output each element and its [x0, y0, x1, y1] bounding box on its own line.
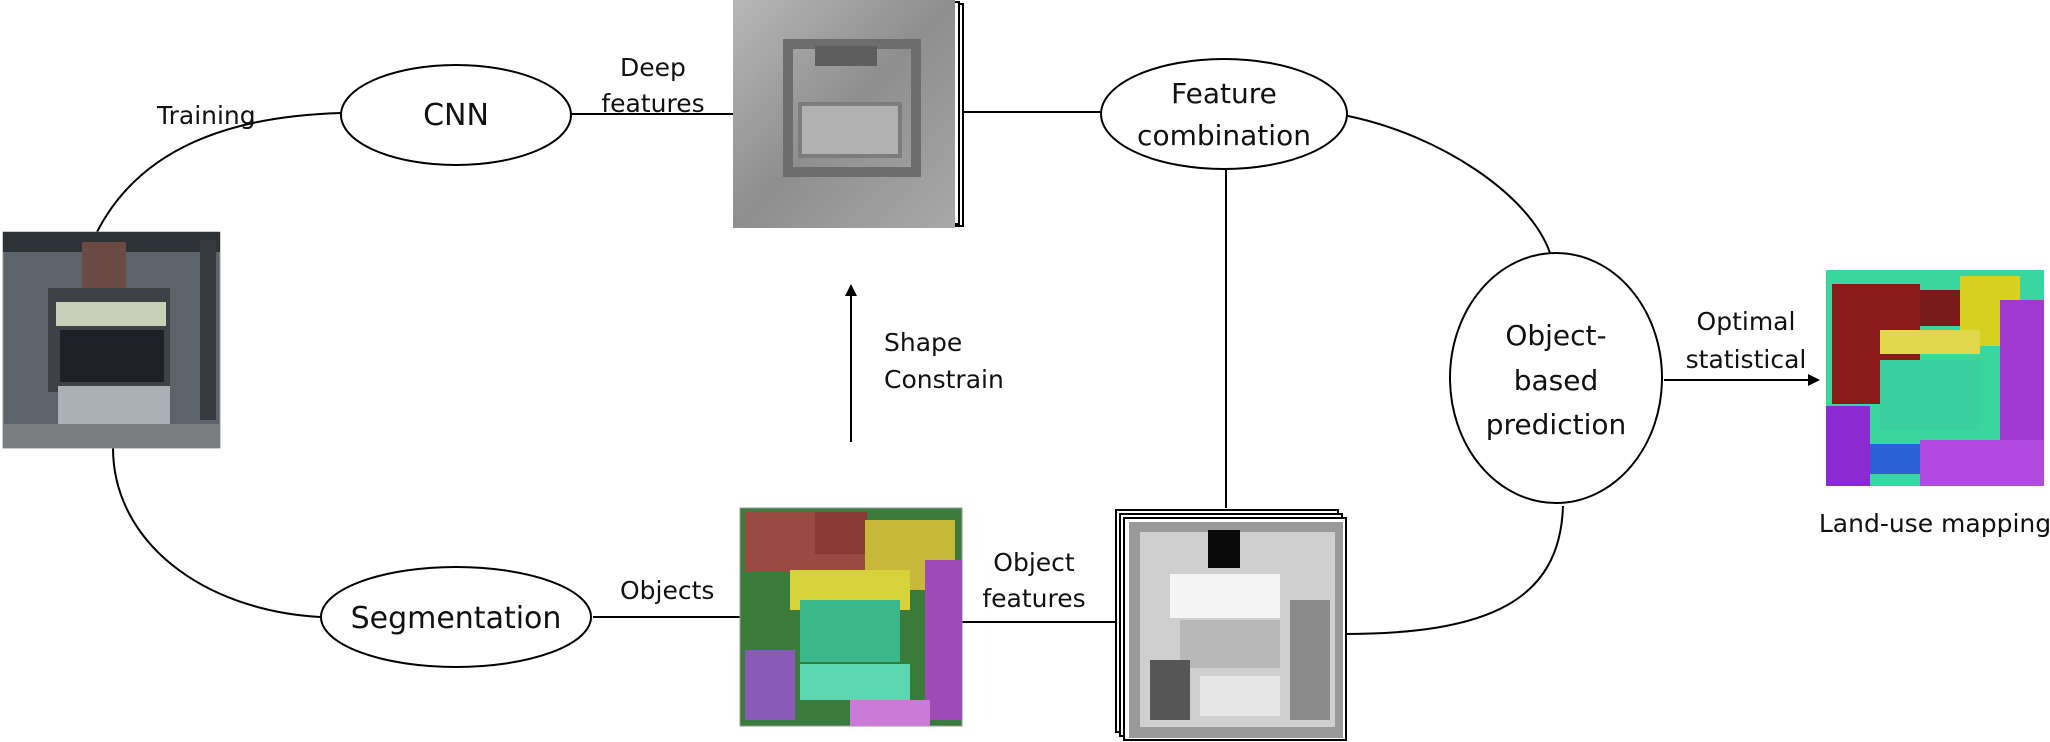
land-use-map [1826, 270, 2044, 486]
label-shape-constrain-line1: Shape [884, 328, 962, 357]
node-segmentation: Segmentation [320, 566, 592, 668]
node-prediction-label-line2: based [1514, 364, 1599, 397]
connector-input-to-segmentation [112, 447, 321, 618]
node-cnn-label: CNN [423, 98, 489, 133]
node-feature-combination-label-line1: Feature [1171, 77, 1277, 110]
deep-feature-map-stack [733, 0, 964, 228]
node-feature-combination-label-line2: combination [1137, 119, 1311, 152]
caption-land-use-mapping: Land-use mapping [1819, 509, 2050, 538]
node-prediction-label-line3: prediction [1486, 408, 1626, 441]
node-segmentation-label: Segmentation [351, 601, 562, 636]
object-feature-map-stack [1115, 509, 1347, 741]
connector-combination-to-prediction [1347, 115, 1551, 254]
label-optimal-statistical-line2: statistical [1686, 345, 1807, 374]
connector-object-features-to-prediction [1342, 505, 1564, 635]
label-training: Training [156, 101, 256, 130]
segmented-objects-image [739, 507, 963, 727]
label-object-features-line2: features [982, 584, 1085, 613]
connector-input-to-cnn [96, 112, 343, 233]
node-object-based-prediction: Object- based prediction [1449, 252, 1663, 504]
node-feature-combination: Feature combination [1100, 58, 1348, 170]
label-objects: Objects [620, 576, 714, 605]
label-deep-features-line1: Deep [620, 53, 686, 82]
label-deep-features-line2: features [601, 89, 704, 118]
label-optimal-statistical-line1: Optimal [1697, 307, 1796, 336]
node-prediction-label-line1: Object- [1505, 319, 1606, 352]
label-object-features-line1: Object [993, 548, 1075, 577]
connectors [96, 111, 1820, 635]
rooftop-aerial-image [2, 231, 221, 449]
label-shape-constrain-line2: Constrain [884, 365, 1004, 394]
node-cnn: CNN [340, 64, 572, 166]
